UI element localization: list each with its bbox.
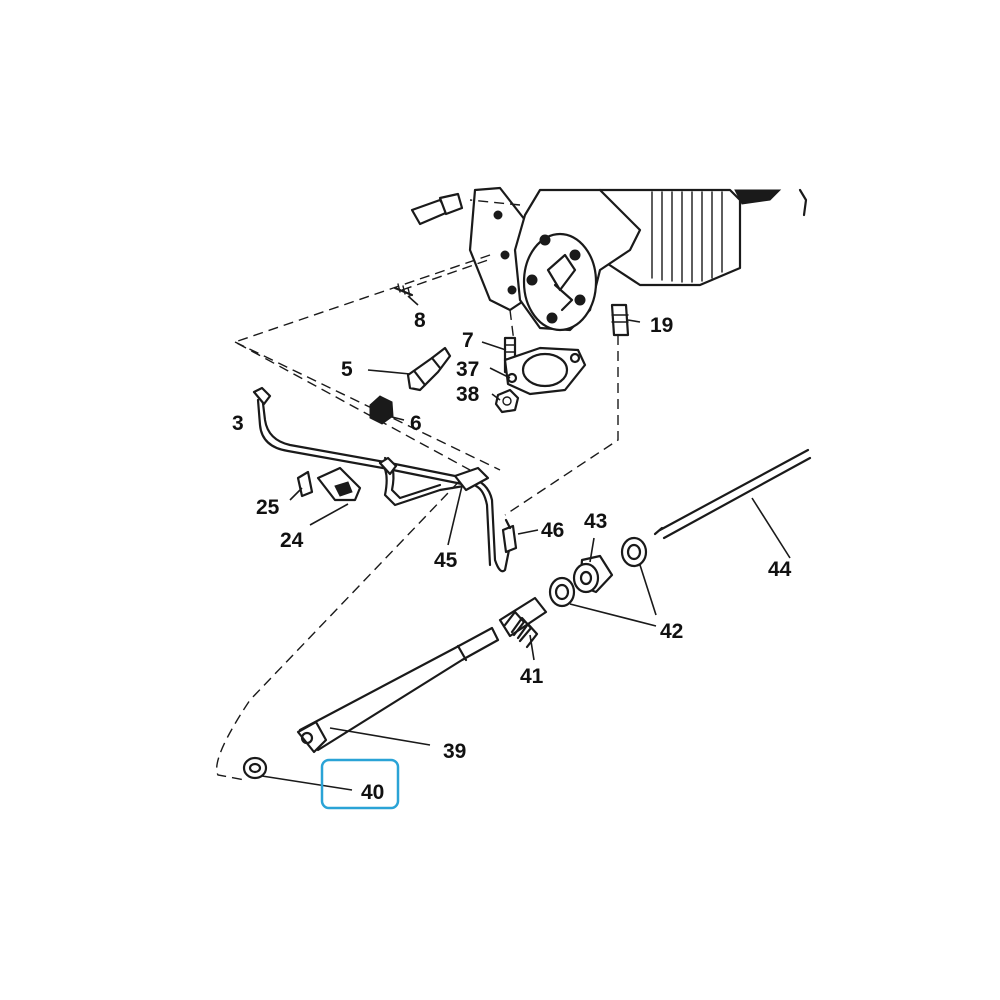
callout-19: 19	[650, 314, 673, 337]
callout-7: 7	[462, 329, 474, 352]
callout-5: 5	[341, 358, 353, 381]
callout-labels: 3 5 6 7 8 19 24 25 37 38 39 40 41 42 43 …	[232, 309, 792, 804]
callout-8: 8	[414, 309, 426, 332]
part-41-spring	[498, 596, 548, 649]
part-19-fitting	[610, 303, 630, 337]
callout-41: 41	[520, 665, 544, 688]
part-46-fitting	[501, 518, 518, 554]
part-37-gasket	[503, 346, 587, 396]
callout-45: 45	[434, 549, 458, 572]
leader-lines	[261, 295, 791, 791]
part-39-tube	[296, 626, 500, 754]
assembly-lines	[216, 199, 619, 781]
part-43-bushing	[572, 554, 614, 594]
callout-39: 39	[443, 740, 466, 763]
callout-25: 25	[256, 496, 280, 519]
part-45-clamp	[453, 466, 490, 492]
part-6-nut	[369, 395, 394, 425]
callout-44: 44	[768, 558, 792, 581]
part-24-clamp	[316, 466, 362, 502]
part-38-nut	[494, 388, 520, 414]
part-42-washer-right	[620, 536, 648, 568]
part-8-stud	[393, 283, 414, 297]
engine-block	[410, 186, 808, 332]
part-44-rod	[653, 448, 812, 540]
callout-6: 6	[410, 412, 422, 435]
part-40-seal-ring	[242, 756, 268, 780]
part-25-bolt	[296, 470, 314, 498]
part-5-injector	[406, 346, 452, 392]
callout-38: 38	[456, 383, 480, 406]
highlight-box-part-40	[320, 758, 400, 810]
callout-24: 24	[280, 529, 304, 552]
callout-37: 37	[456, 358, 479, 381]
callout-46: 46	[541, 519, 564, 542]
callout-40: 40	[361, 781, 384, 804]
callout-3: 3	[232, 412, 244, 435]
callout-43: 43	[584, 510, 607, 533]
callout-42: 42	[660, 620, 683, 643]
part-42-washer-left	[548, 576, 576, 608]
